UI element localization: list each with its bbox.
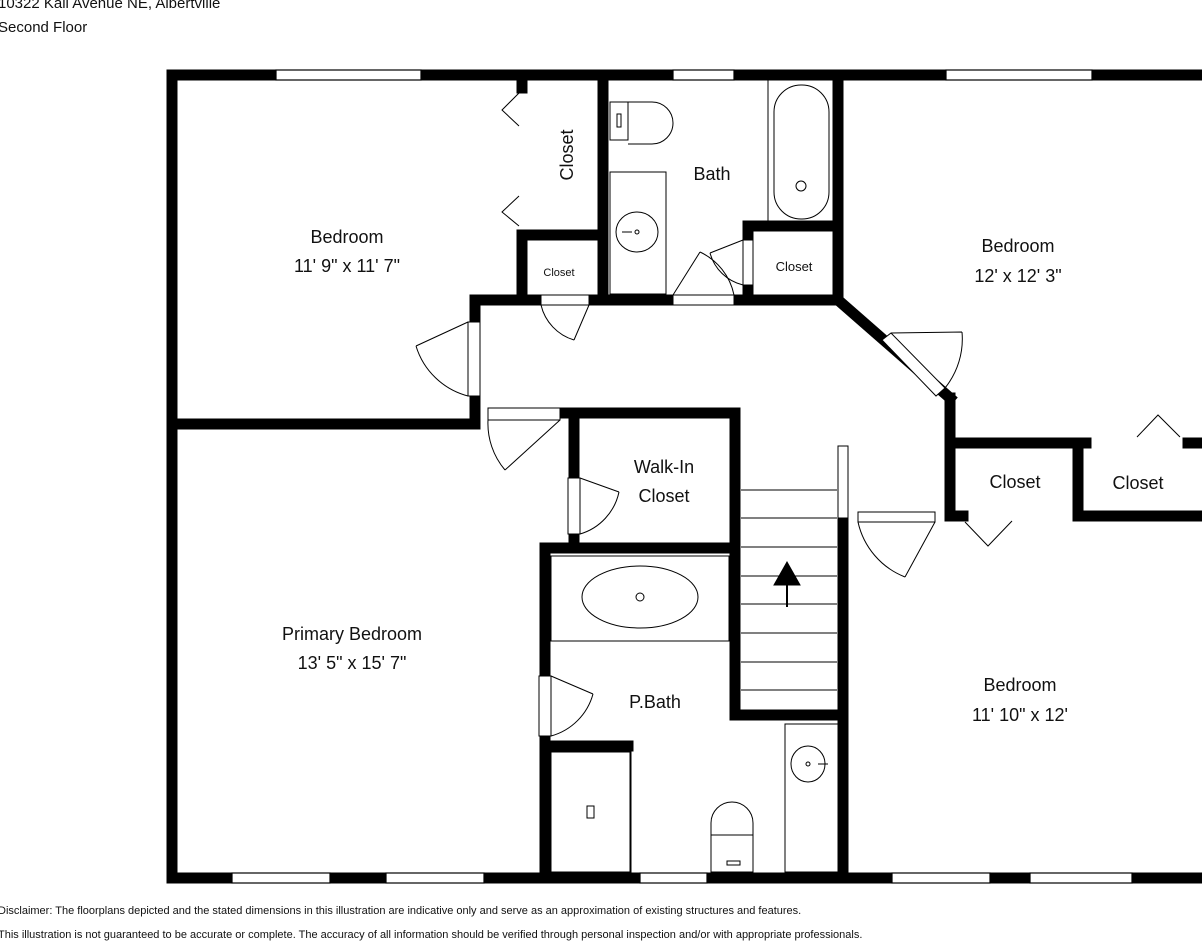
room-labels: Bedroom 11' 9" x 11' 7" Closet Closet Ba… [282,129,1164,725]
room-name-primary: Primary Bedroom [282,624,422,644]
floor-name: Second Floor [0,19,88,36]
doors [415,92,1181,737]
disclaimer-line-2: This illustration is not guaranteed to b… [0,929,863,941]
room-name-walkin-line1: Walk-In [634,457,694,477]
room-name-closet-bath: Closet [776,259,813,274]
room-name-pbath: P.Bath [629,692,681,712]
room-name-bedroom-se: Bedroom [983,675,1056,695]
disclaimer-line-1: Disclaimer: The floorplans depicted and … [0,905,802,917]
room-name-bedroom-nw: Bedroom [310,227,383,247]
floor-plan: Bedroom 11' 9" x 11' 7" Closet Closet Ba… [166,69,1202,884]
room-dims-bedroom-nw: 11' 9" x 11' 7" [294,256,400,276]
room-name-bath: Bath [693,164,730,184]
room-dims-primary: 13' 5" x 15' 7" [298,653,407,673]
room-name-closet-nw: Closet [557,129,577,180]
room-dims-bedroom-ne: 12' x 12' 3" [974,266,1061,286]
fixtures [550,79,840,873]
windows [231,69,1133,884]
room-name-closet-small: Closet [543,267,574,279]
room-name-walkin-line2: Closet [638,486,689,506]
room-name-closet-east: Closet [1112,473,1163,493]
property-address: 10322 Kali Avenue NE, Albertville [0,0,221,12]
room-dims-bedroom-se: 11' 10" x 12' [972,705,1068,725]
stairs [741,445,849,691]
room-name-closet-mid: Closet [989,472,1040,492]
room-name-bedroom-ne: Bedroom [981,236,1054,256]
